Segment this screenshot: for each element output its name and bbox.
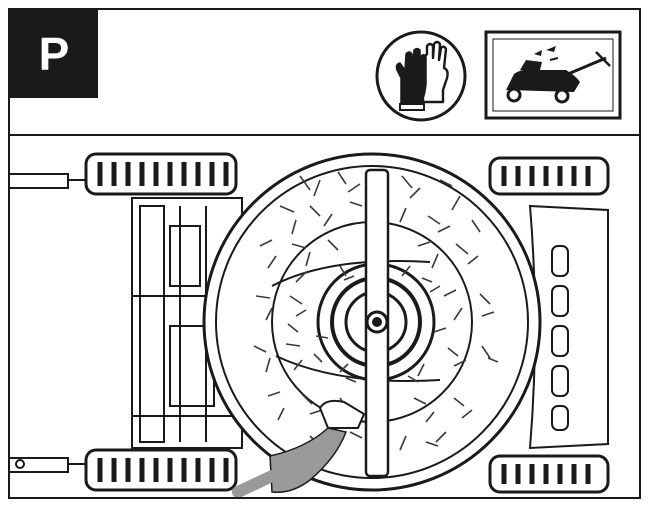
mower-underside-illustration: [10, 152, 610, 497]
scraper-tool: [232, 399, 366, 497]
gloves-icon: [375, 30, 467, 122]
cutting-blade: [364, 168, 390, 478]
instruction-panel: P: [8, 8, 641, 499]
front-wheel-bottom: [488, 454, 610, 494]
step-badge: P: [10, 10, 98, 98]
rear-wheel-bottom: [84, 448, 238, 492]
panel-header: P: [10, 10, 639, 136]
handle-bar-top: [10, 173, 88, 189]
handle-bar-bottom: [10, 457, 88, 473]
front-wheel-top: [488, 156, 610, 196]
rear-wheel-top: [84, 152, 238, 196]
grass-clippings: [253, 171, 499, 455]
mower-blade-warning-icon: [484, 30, 622, 120]
front-bumper: [528, 204, 609, 450]
